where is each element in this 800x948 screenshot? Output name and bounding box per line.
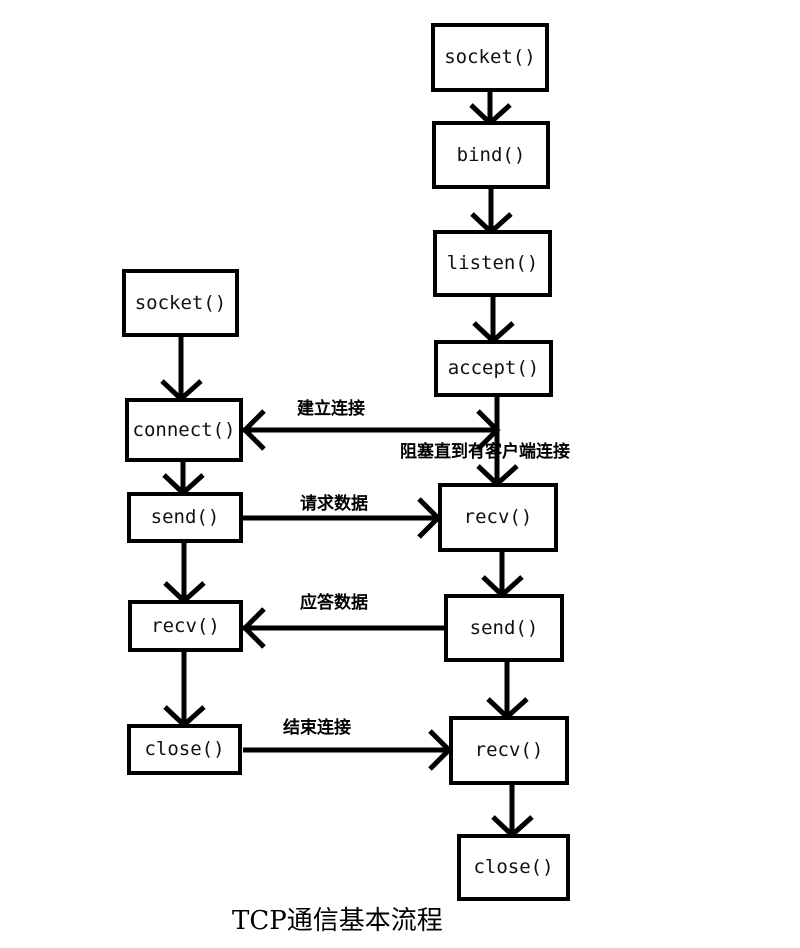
edge-label-establish-connection: 建立连接 <box>297 399 365 419</box>
node-client-send[interactable]: send() <box>127 492 243 543</box>
node-client-connect[interactable]: connect() <box>125 398 243 462</box>
node-server-recv-1[interactable]: recv() <box>438 483 558 552</box>
node-client-socket[interactable]: socket() <box>122 269 239 337</box>
arrowhead-accept-right <box>476 409 501 451</box>
node-server-send[interactable]: send() <box>444 594 564 662</box>
node-label: listen() <box>446 252 539 274</box>
node-label: close() <box>144 738 225 760</box>
node-server-accept[interactable]: accept() <box>434 340 553 397</box>
edge-label-block-until-client-connects: 阻塞直到有客户端连接 <box>400 442 570 462</box>
node-server-close[interactable]: close() <box>457 834 570 901</box>
node-label: connect() <box>132 418 236 441</box>
node-client-close[interactable]: close() <box>127 724 242 775</box>
node-label: recv() <box>474 739 544 761</box>
arrowhead-cli-recv-left <box>241 607 266 649</box>
node-label: recv() <box>463 506 533 528</box>
diagram-title: TCP通信基本流程 <box>232 906 443 936</box>
node-label: send() <box>469 616 539 639</box>
node-label: close() <box>473 856 554 878</box>
node-label: bind() <box>456 143 526 166</box>
node-label: send() <box>150 506 220 528</box>
node-label: recv() <box>151 614 220 637</box>
edge-label-response-data: 应答数据 <box>300 593 368 613</box>
edge-label-close-connection: 结束连接 <box>283 718 351 738</box>
edge-label-request-data: 请求数据 <box>300 494 368 514</box>
arrowhead-connect-left <box>241 409 266 451</box>
node-server-listen[interactable]: listen() <box>433 230 552 297</box>
node-server-bind[interactable]: bind() <box>432 121 550 189</box>
node-label: accept() <box>447 357 540 379</box>
node-label: socket() <box>134 291 227 314</box>
node-label: socket() <box>444 46 536 68</box>
node-client-recv[interactable]: recv() <box>128 600 243 652</box>
node-server-socket[interactable]: socket() <box>431 23 549 92</box>
node-server-recv-2[interactable]: recv() <box>449 716 569 785</box>
